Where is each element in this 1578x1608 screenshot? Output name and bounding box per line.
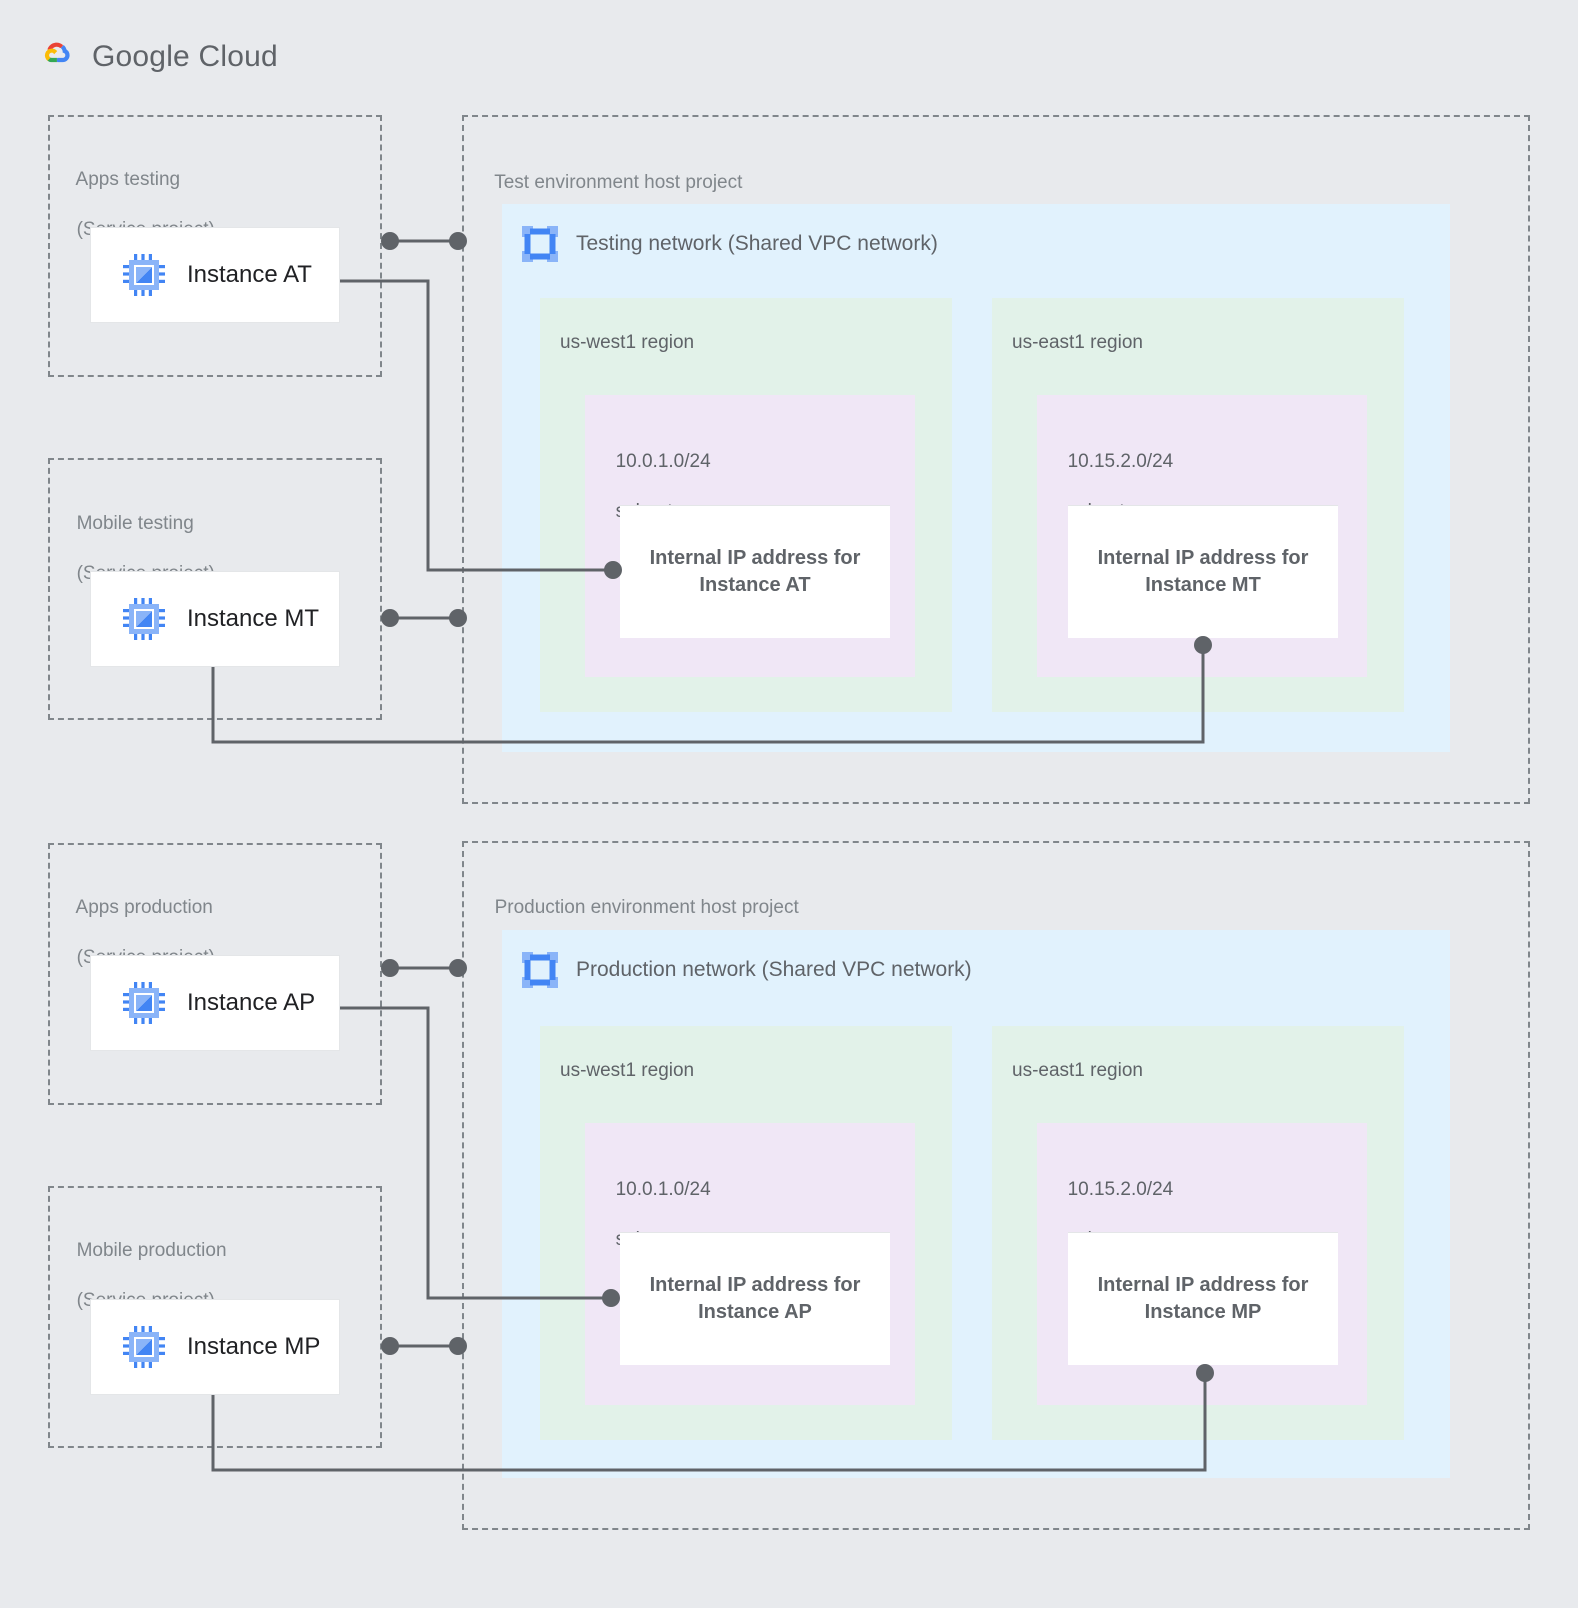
connector-attach-apps-production: [381, 959, 467, 977]
google-cloud-logo: Google Cloud: [32, 34, 278, 80]
instance-card-at[interactable]: Instance AT: [90, 227, 340, 323]
region-label: us-east1 region: [1012, 1060, 1143, 1081]
instance-label: Instance AT: [187, 261, 312, 288]
network-testing-header: Testing network (Shared VPC network): [522, 226, 938, 262]
ip-card-line1: Internal IP address for: [649, 547, 861, 569]
host-project-production-environment-title: Production environment host project: [484, 870, 799, 920]
service-project-mobile-production-title: Mobile production (Service project): [66, 1213, 227, 1313]
connector-attach-mobile-production: [381, 1337, 467, 1355]
instance-label: Instance MT: [187, 605, 320, 632]
instance-card-mp[interactable]: Instance MP: [90, 1299, 340, 1395]
brand-name-bold: Google: [92, 40, 190, 73]
region-label: us-west1 region: [560, 332, 695, 353]
region-label: us-west1 region: [560, 1060, 695, 1081]
project-title: Mobile production: [76, 1240, 227, 1261]
connector-attach-mobile-testing: [381, 609, 467, 627]
network-title: Testing network (Shared VPC network): [576, 232, 938, 255]
ip-card-line2: Instance MT: [1145, 574, 1261, 596]
vpc-network-icon: [522, 952, 558, 988]
subnet-cidr: 10.0.1.0/24: [615, 451, 711, 472]
project-title: Production environment host project: [494, 897, 799, 918]
instance-label: Instance AP: [187, 989, 316, 1016]
vm-instance-icon: [123, 254, 165, 296]
brand-wordmark: Google Cloud: [92, 40, 278, 74]
project-title: Apps production: [75, 897, 213, 918]
brand-name-light: Cloud: [189, 40, 278, 73]
instance-label: Instance MP: [187, 1333, 321, 1360]
ip-card-line1: Internal IP address for: [1097, 1274, 1309, 1296]
project-title: Mobile testing: [76, 513, 194, 534]
host-project-test-environment-title: Test environment host project: [484, 145, 742, 195]
instance-card-ap[interactable]: Instance AP: [90, 955, 340, 1051]
ip-card-line2: Instance AT: [699, 574, 811, 596]
ip-card-line2: Instance AP: [698, 1301, 812, 1323]
vm-instance-icon: [123, 1326, 165, 1368]
ip-card-line1: Internal IP address for: [1097, 547, 1309, 569]
project-title: Test environment host project: [494, 172, 743, 193]
region-label: us-east1 region: [1012, 332, 1143, 353]
subnet-cidr: 10.15.2.0/24: [1067, 1179, 1174, 1200]
google-cloud-logo-icon: [32, 34, 78, 80]
vm-instance-icon: [123, 598, 165, 640]
instance-card-mt[interactable]: Instance MT: [90, 571, 340, 667]
connector-attach-apps-testing: [381, 232, 467, 250]
network-title: Production network (Shared VPC network): [576, 958, 972, 981]
subnet-cidr: 10.15.2.0/24: [1067, 451, 1174, 472]
project-title: Apps testing: [75, 169, 181, 190]
vpc-network-icon: [522, 226, 558, 262]
ip-card-line1: Internal IP address for: [649, 1274, 861, 1296]
ip-card-line2: Instance MP: [1144, 1301, 1262, 1323]
subnet-cidr: 10.0.1.0/24: [615, 1179, 711, 1200]
vm-instance-icon: [123, 982, 165, 1024]
network-production-header: Production network (Shared VPC network): [522, 952, 972, 988]
